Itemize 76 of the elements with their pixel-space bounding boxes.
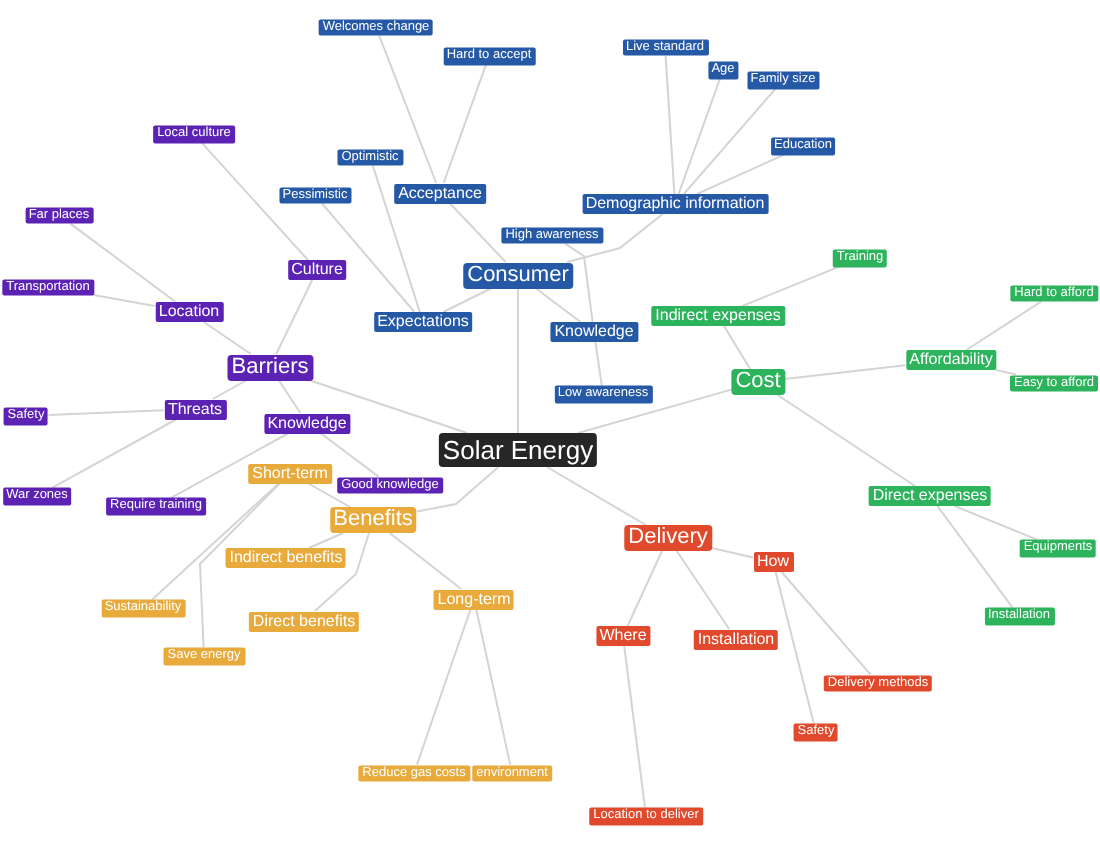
connector-line	[696, 153, 786, 195]
subtopic: Where	[595, 626, 651, 646]
central-topic: Solar Energy	[438, 433, 598, 467]
connector-line	[378, 34, 438, 184]
connector-line	[623, 645, 646, 809]
connector-line	[199, 482, 282, 649]
connector-line	[307, 532, 345, 549]
subtopic: Indirect benefits	[225, 548, 347, 568]
connector-line	[170, 432, 290, 499]
connector-line	[200, 141, 309, 261]
connector-line	[664, 54, 676, 195]
connector-line	[211, 379, 248, 400]
connector-line	[741, 265, 841, 307]
subtopic: Location	[154, 302, 224, 322]
connector-line	[517, 287, 519, 434]
subtopic: Indirect expenses	[651, 306, 785, 326]
subtopic: Culture	[287, 260, 347, 280]
connector-line	[965, 300, 1042, 351]
subtopic: Expectations	[373, 312, 473, 332]
connector-line	[388, 532, 463, 590]
connector-line	[566, 213, 664, 263]
main-topic: Consumer	[463, 262, 573, 288]
connector-line	[776, 394, 916, 487]
subtopic: Affordability	[905, 350, 997, 370]
connector-line	[442, 63, 487, 184]
connector-line	[546, 466, 647, 526]
subtopic: Acceptance	[394, 183, 486, 203]
main-topic: Barriers	[227, 354, 313, 380]
connector-line	[69, 222, 177, 303]
connector-line	[321, 202, 416, 313]
connector-line	[534, 287, 582, 323]
connector-line	[682, 87, 777, 195]
subtopic: How	[753, 552, 793, 572]
subtopic: Long-term	[433, 589, 515, 609]
connector-line	[51, 418, 178, 489]
connector-line	[475, 608, 512, 766]
main-topic: Delivery	[624, 525, 712, 551]
connector-line	[275, 279, 314, 355]
connector-line	[277, 379, 302, 414]
connector-line	[780, 571, 872, 676]
subtopic: Installation	[693, 629, 779, 649]
subtopic: Threats	[163, 399, 227, 419]
connector-line	[151, 482, 281, 601]
connector-line	[202, 321, 252, 355]
connector-line	[319, 432, 380, 478]
connector-line	[936, 505, 1014, 609]
connector-line	[564, 242, 594, 323]
connector-line	[723, 325, 752, 370]
connector-line	[442, 287, 493, 313]
connector-line	[774, 571, 815, 725]
main-topic: Benefits	[329, 507, 417, 533]
connector-line	[47, 409, 165, 416]
connector-line	[92, 294, 156, 307]
connector-line	[594, 341, 603, 387]
connector-line	[677, 77, 721, 195]
connector-line	[626, 550, 663, 627]
subtopic: Knowledge	[263, 413, 351, 433]
connector-line	[314, 532, 370, 612]
connector-line	[307, 379, 469, 434]
connector-line	[783, 364, 907, 380]
connector-line	[448, 202, 507, 263]
connector-line	[415, 466, 500, 513]
connector-line	[306, 482, 351, 508]
subtopic: Direct benefits	[248, 611, 360, 631]
subtopic: Demographic information	[581, 194, 769, 214]
subtopic: Knowledge	[550, 322, 638, 342]
connector-line	[371, 164, 421, 313]
main-topic: Cost	[731, 369, 785, 395]
connector-line	[994, 369, 1017, 376]
connector-line	[416, 608, 472, 766]
connector-line	[710, 547, 754, 559]
subtopic: Short-term	[248, 463, 332, 483]
connector-line	[675, 550, 731, 630]
connector-line	[953, 505, 1038, 541]
subtopic: Direct expenses	[868, 486, 992, 506]
connector-line	[577, 388, 733, 434]
